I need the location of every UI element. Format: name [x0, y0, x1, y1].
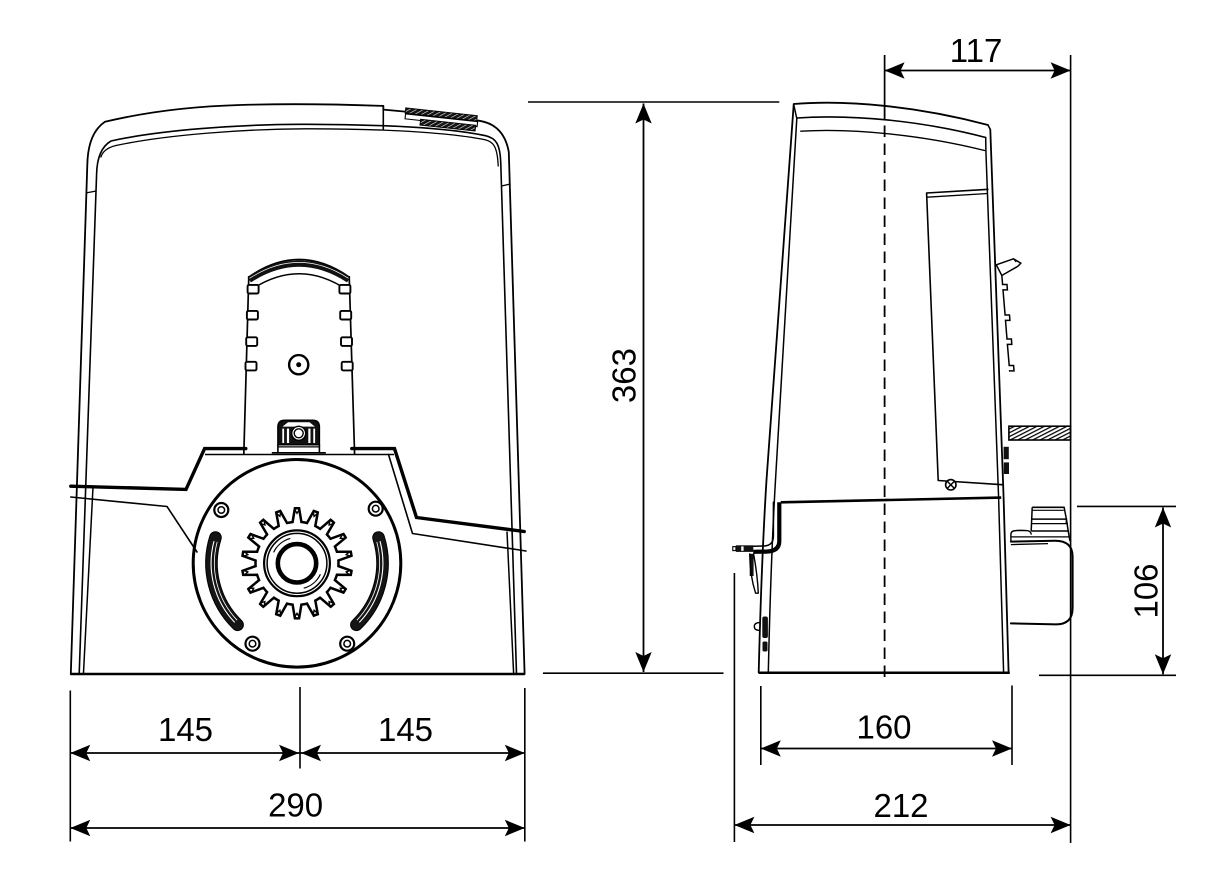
- svg-text:363: 363: [605, 348, 642, 403]
- svg-text:160: 160: [856, 709, 911, 746]
- svg-text:145: 145: [378, 711, 433, 748]
- svg-text:106: 106: [1127, 563, 1164, 618]
- svg-text:212: 212: [873, 787, 928, 824]
- svg-text:145: 145: [158, 711, 213, 748]
- svg-text:117: 117: [950, 32, 1003, 69]
- svg-text:290: 290: [268, 787, 323, 824]
